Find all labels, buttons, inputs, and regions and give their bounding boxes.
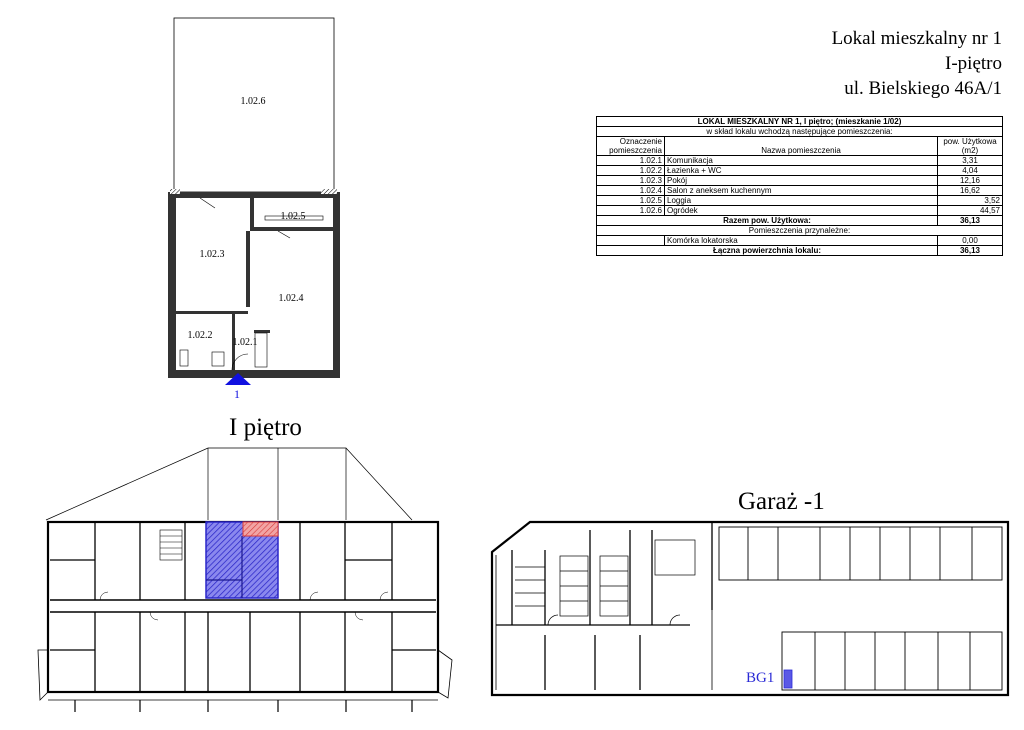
floor-overview-plan [37, 447, 453, 712]
room-label-1-02-5: 1.02.5 [281, 211, 306, 222]
title-line-apartment: Lokal mieszkalny nr 1 [831, 28, 1002, 49]
room-label-1-02-6: 1.02.6 [241, 96, 266, 107]
floor-label: I piętro [229, 414, 302, 441]
room-label-1-02-3: 1.02.3 [200, 249, 225, 260]
title-line-address: ul. Bielskiego 46A/1 [844, 78, 1002, 99]
grand-total-label: Łączna powierzchnia lokalu: [596, 245, 938, 256]
total-label: Razem pow. Użytkowa: [596, 215, 938, 226]
header-name: Nazwa pomieszczenia [664, 146, 938, 156]
entrance-number: 1 [234, 387, 240, 401]
title-line-floor: I-piętro [945, 53, 1002, 74]
apartment-floor-plan: 1.02.6 1.02.5 1.02.3 1.02.4 1.02.2 1.02.… [168, 17, 340, 401]
apartment-title-block: Lokal mieszkalny nr 1 I-piętro ul. Biels… [832, 26, 1002, 101]
room-label-1-02-4: 1.02.4 [279, 293, 304, 304]
total-value: 36,13 [937, 215, 1003, 226]
aux-name: Komórka lokatorska [664, 235, 938, 246]
highlighted-loggia [242, 521, 279, 537]
table-title: LOKAL MIESZKALNY NR 1, I piętro; (mieszk… [596, 116, 1003, 127]
entrance-marker-icon [225, 373, 251, 385]
garage-label: Garaż -1 [738, 488, 825, 515]
garage-unit-highlight [783, 669, 793, 689]
room-label-1-02-2: 1.02.2 [188, 330, 213, 341]
garage-plan: BG1 [490, 520, 1010, 697]
header-area-line2: (m2) [937, 146, 1003, 156]
header-id-line2: pomieszczenia [596, 146, 665, 156]
garage-unit-label: BG1 [746, 670, 774, 686]
rooms-table: LOKAL MIESZKALNY NR 1, I piętro; (mieszk… [596, 116, 1003, 256]
aux-header: Pomieszczenia przynależne: [596, 225, 1003, 236]
grand-total-value: 36,13 [937, 245, 1003, 256]
header-area-line1: pow. Użytkowa [937, 136, 1003, 146]
table-subtitle: w skład lokalu wchodzą następujące pomie… [596, 126, 1003, 137]
header-id-line1: Oznaczenie [596, 136, 665, 146]
aux-value: 0,00 [937, 235, 1003, 246]
room-label-1-02-1: 1.02.1 [233, 337, 258, 348]
